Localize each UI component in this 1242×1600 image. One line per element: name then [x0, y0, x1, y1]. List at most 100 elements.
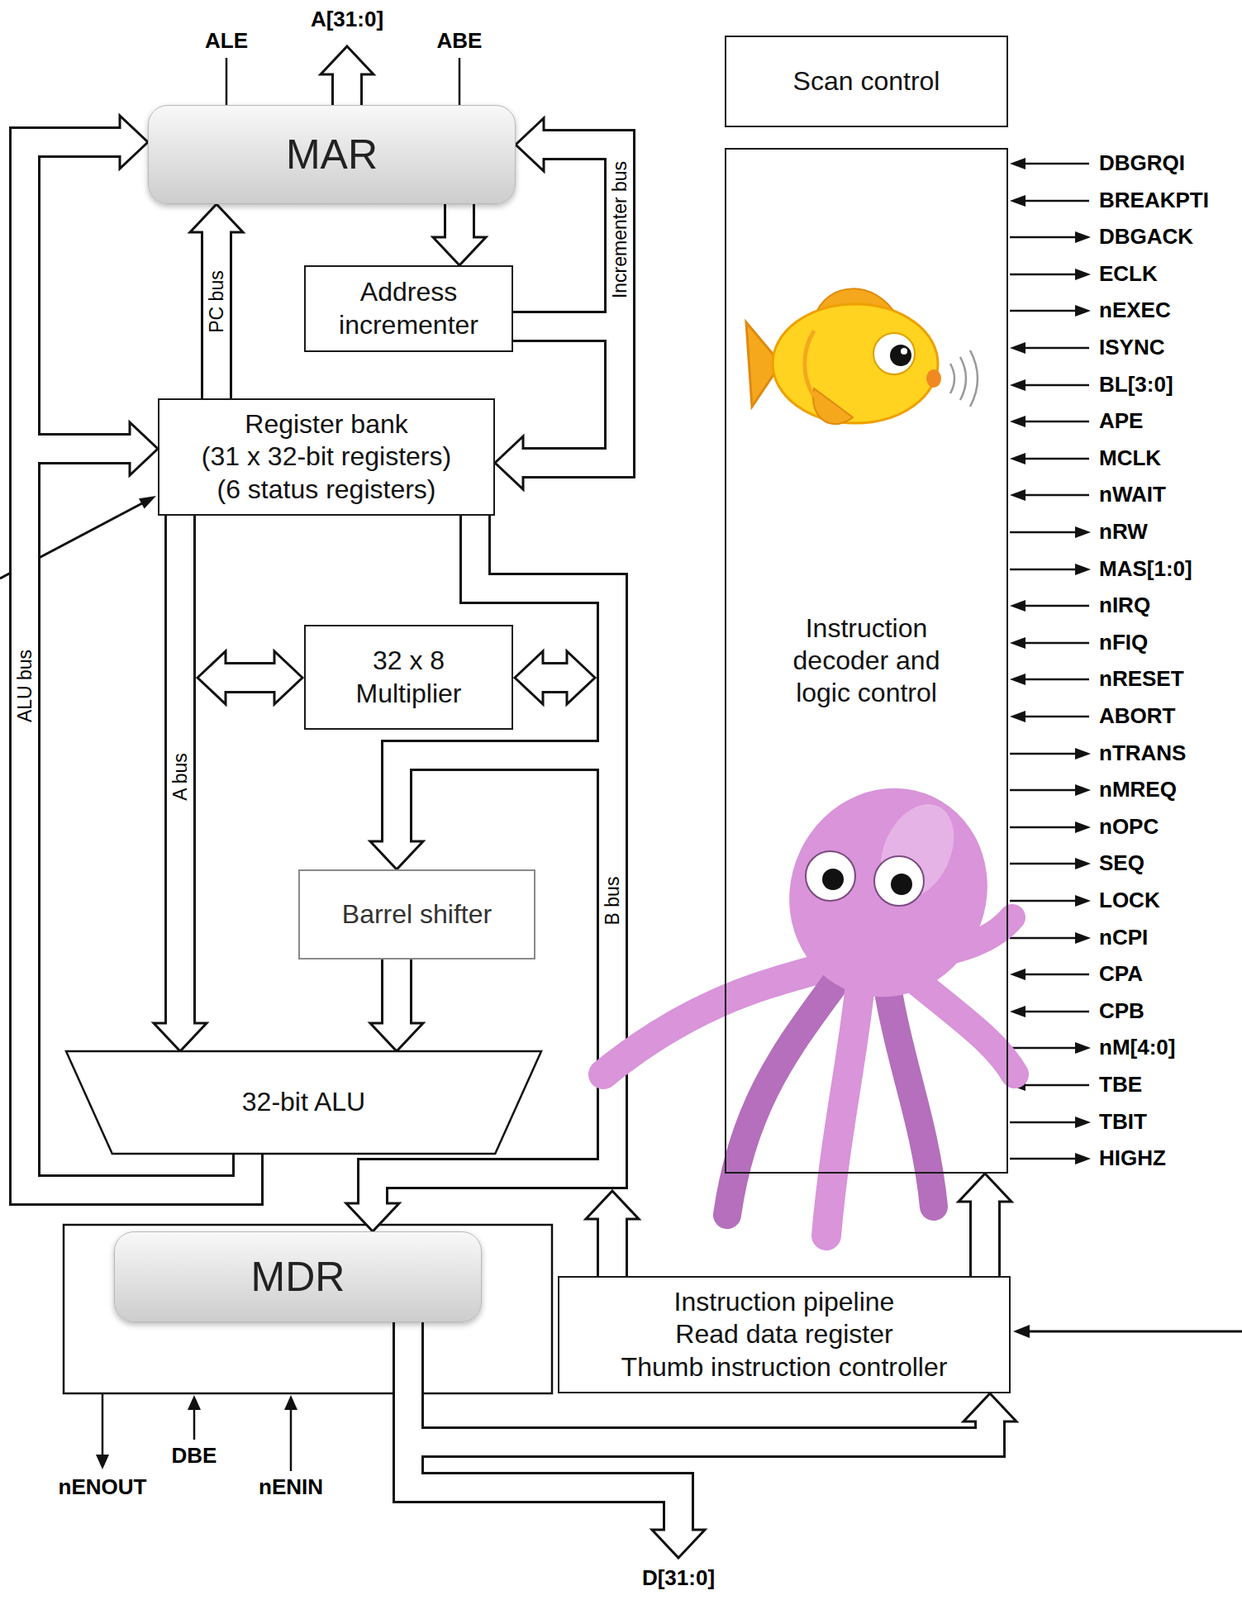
mdr-housing: [63, 1224, 552, 1394]
octopus-pupil: [822, 868, 844, 890]
bus-connector: [166, 513, 194, 1024]
octopus-eye: [874, 856, 924, 906]
control-box: Scan control: [724, 35, 1009, 128]
signal-name: A[31:0]: [310, 8, 384, 31]
bus-arrowhead: [223, 664, 229, 691]
multiplier-bus: [225, 661, 275, 694]
octopus-highlight: [866, 792, 968, 911]
octopus-tentacle: [826, 991, 860, 1236]
bus-arrowhead: [514, 651, 543, 705]
signal-wire: [1009, 1157, 1076, 1161]
signal-name: nENOUT: [58, 1475, 148, 1499]
signal-name: CPB: [1099, 999, 1145, 1023]
node-text: Barrel shifter: [342, 898, 492, 931]
sound-wave: [970, 350, 978, 407]
node-text: (31 x 32-bit registers): [201, 440, 452, 473]
signal-wire: [193, 1408, 196, 1440]
signal-arrowhead: [284, 1394, 298, 1410]
signal-wire: [1009, 862, 1076, 866]
signal-name: ALE: [204, 29, 248, 53]
signal-wire: [290, 1408, 293, 1471]
signal-name: nWAIT: [1099, 483, 1166, 506]
bus-arrowhead: [320, 46, 374, 75]
bus-arrowhead: [119, 115, 148, 169]
bus-arrowhead: [976, 1418, 1004, 1425]
bus-arrowhead: [274, 651, 303, 705]
node-text: Read data register: [675, 1318, 893, 1351]
bus-arrowhead: [359, 1199, 386, 1206]
signal-name: nMREQ: [1099, 778, 1177, 801]
bus-arrowhead: [958, 1173, 1012, 1202]
signal-name: SEQ: [1099, 851, 1145, 875]
bus-arrowhead: [129, 422, 158, 476]
signal-name: HIGHZ: [1099, 1146, 1166, 1170]
fish-body: [772, 304, 938, 424]
signal-wire: [1009, 236, 1076, 239]
signal-wire: [1009, 752, 1076, 756]
signal-wire: [1024, 1084, 1090, 1087]
signal-name: nCPI: [1099, 926, 1148, 949]
bus-arrowhead: [190, 204, 243, 233]
leader-arrowhead: [138, 495, 157, 510]
bus-connector: [446, 202, 473, 238]
signal-name: MAS[1:0]: [1099, 557, 1193, 581]
bus-connector: [24, 142, 248, 1190]
leader-arrowhead: [1013, 1324, 1030, 1338]
fish-fin: [813, 388, 853, 424]
bus-arrowhead: [566, 651, 595, 705]
bus-arrowhead: [665, 1527, 692, 1533]
bus-connector: [383, 957, 410, 1024]
bus-name: ALU bus: [14, 646, 36, 726]
bus-arrowhead: [599, 1215, 626, 1222]
signal-arrowhead: [1009, 710, 1026, 723]
signal-wire: [1024, 347, 1090, 350]
bus-connector: [969, 1201, 1001, 1278]
bus-arrowhead: [383, 1019, 410, 1026]
signal-wire: [1009, 1121, 1076, 1124]
fish-pupil: [889, 344, 912, 367]
bus-arrowhead: [515, 118, 544, 172]
bus-arrowhead: [370, 841, 424, 870]
bus-connector: [380, 957, 413, 1024]
register-pill: MAR: [147, 104, 516, 205]
signal-wire: [1024, 1010, 1090, 1014]
bus-arrowhead: [203, 229, 230, 236]
bus-name: A bus: [169, 749, 191, 805]
bus-arrowhead: [963, 1393, 1017, 1422]
signal-name: BL[3:0]: [1099, 373, 1174, 396]
bus-arrowhead: [346, 1203, 400, 1232]
multiplier-bus: [542, 661, 567, 694]
signal-name: nFIQ: [1099, 631, 1148, 654]
bus-arrowhead: [446, 233, 473, 240]
signal-arrowhead: [1075, 857, 1091, 870]
bus-arrowhead: [126, 435, 133, 462]
signal-name: D[31:0]: [642, 1566, 715, 1590]
node-text: Instruction pipeline: [674, 1285, 895, 1319]
signal-arrowhead: [1009, 599, 1026, 612]
bus-arrowhead: [651, 1529, 705, 1558]
signal-arrowhead: [1075, 563, 1091, 576]
bus-connector: [971, 1201, 999, 1278]
bus-arrowhead: [971, 1199, 999, 1205]
signal-wire: [1024, 494, 1090, 497]
signal-wire: [1009, 273, 1076, 276]
octopus-head: [755, 755, 1022, 1030]
bus-arrowhead: [433, 237, 486, 266]
fish-lips: [926, 369, 942, 388]
bus-name: B bus: [601, 873, 624, 929]
bus-arrowhead: [197, 651, 226, 705]
signal-name: nRW: [1099, 520, 1148, 543]
signal-wire: [1024, 604, 1090, 608]
signal-arrowhead: [1009, 1005, 1026, 1018]
signal-name: DBGACK: [1099, 225, 1194, 248]
octopus-illustration: [603, 755, 1022, 1236]
signal-name: APE: [1099, 409, 1143, 433]
bus-arrowhead: [370, 1023, 424, 1052]
node-text: MAR: [285, 129, 378, 181]
bus-connector: [443, 202, 476, 238]
node-text: Thumb instruction controller: [621, 1351, 948, 1384]
signal-wire: [458, 57, 462, 105]
bus-name: PC bus: [205, 266, 228, 336]
signal-wire: [1024, 199, 1090, 203]
signal-name: LOCK: [1099, 889, 1161, 912]
